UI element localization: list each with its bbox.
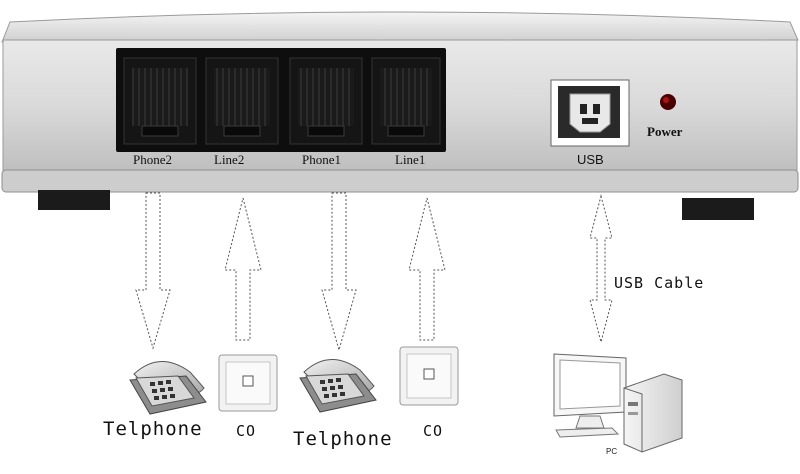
- telephone-icon-right: [299, 359, 377, 413]
- jack-phone2: [123, 57, 197, 145]
- device-label-co-2: CO: [423, 422, 444, 440]
- port-label-line1: Line1: [395, 152, 426, 167]
- usb-label: USB: [577, 152, 604, 167]
- rj-jacks: [123, 57, 441, 145]
- arrow-usb-double: [589, 194, 613, 344]
- port-label-phone2: Phone2: [133, 152, 172, 167]
- pc-label: PC: [606, 447, 618, 456]
- port-label-phone1: Phone1: [302, 152, 341, 167]
- power-label: Power: [647, 124, 683, 139]
- arrow-line1-up: [408, 197, 446, 341]
- power-led: [660, 94, 676, 110]
- usb-port: [550, 79, 630, 147]
- device-label-telephone-1: Telphone: [103, 418, 203, 440]
- wall-jack-icon-right: [399, 346, 459, 406]
- telephone-icon-left: [129, 361, 207, 415]
- jack-line2: [205, 57, 279, 145]
- jack-phone1: [289, 57, 363, 145]
- device-label-co-1: CO: [236, 422, 257, 440]
- rubber-foot-left: [38, 190, 110, 210]
- wall-jack-icon-left: [218, 354, 278, 412]
- port-panel: [116, 48, 446, 152]
- arrow-phone2-down: [135, 192, 171, 350]
- jack-line1: [371, 57, 441, 145]
- arrow-line2-up: [224, 197, 262, 341]
- arrow-phone1-down: [321, 192, 357, 352]
- port-label-line2: Line2: [214, 152, 245, 167]
- usb-cable-label: USB Cable: [614, 274, 705, 292]
- pc-icon: [553, 353, 683, 453]
- rubber-foot-right: [682, 198, 754, 220]
- device-label-telephone-2: Telphone: [293, 428, 393, 450]
